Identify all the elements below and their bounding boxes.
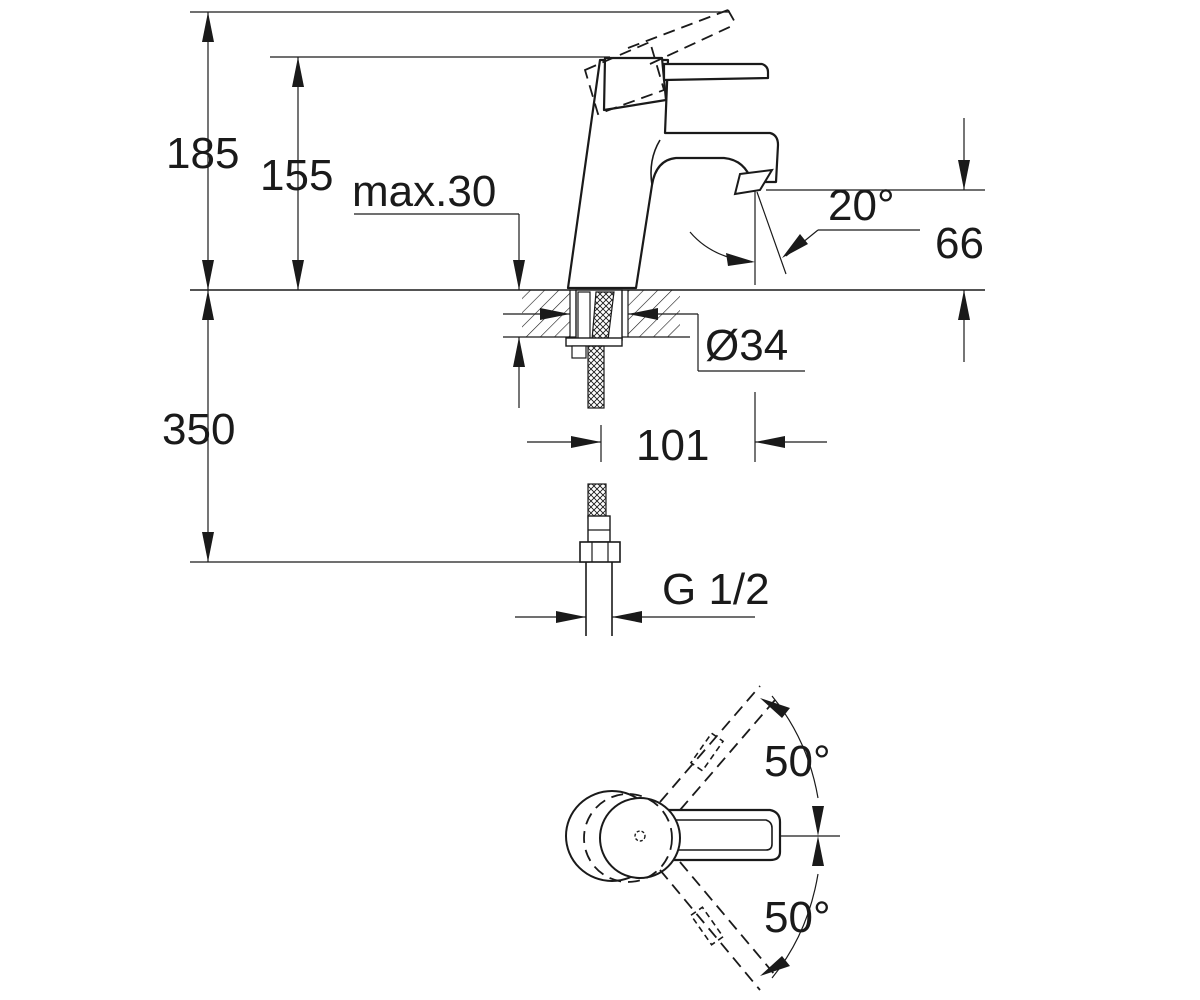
arrow-34-left (540, 308, 570, 320)
arrow-101-right (755, 436, 785, 448)
lever-cap (602, 56, 668, 112)
arrow-swivel-right-top (812, 836, 824, 866)
faucet-body-inner (650, 139, 661, 186)
mounting-nut (565, 337, 623, 347)
arrow-101-left (571, 436, 601, 448)
angle-arc-20 (689, 231, 753, 263)
swivel-left-b (679, 699, 776, 811)
dim-label-g12: G 1/2 (662, 565, 770, 614)
arrow-66-top (958, 160, 970, 190)
arrow-swivel-left-top (760, 698, 790, 718)
dim-label-50deg-bottom: 50° (764, 893, 831, 942)
lever-handle (662, 62, 770, 82)
cartridge-outline-dashed (583, 793, 673, 883)
dim-label-max30: max.30 (352, 167, 496, 216)
arrow-155-bottom (292, 260, 304, 290)
dim-label-350: 350 (162, 405, 235, 454)
flex-hose-upper (587, 345, 605, 409)
dim-label-50deg-top: 50° (764, 737, 831, 786)
mounting-nut-2 (571, 345, 587, 359)
dim-label-185: 185 (166, 129, 239, 178)
flex-hose-lower (587, 483, 607, 519)
swivel-right-b (679, 861, 776, 976)
arrow-34-right (628, 308, 658, 320)
arrow-185-bottom (202, 260, 214, 290)
arrow-swivel-left-bottom (812, 806, 824, 836)
hose-fitting-collar (587, 515, 611, 543)
faucet-body (566, 58, 780, 290)
threaded-rod (577, 291, 591, 341)
swivel-right-marker (689, 906, 725, 946)
arrow-g12-right (612, 611, 642, 623)
lever-open-position (583, 40, 666, 116)
dim-label-20deg: 20° (828, 181, 895, 230)
swivel-left-marker (689, 732, 725, 772)
lever-center-mark (634, 830, 646, 842)
arrow-350-bottom (202, 532, 214, 562)
lever-open-handle-a (627, 9, 729, 49)
lever-open-handle-b (649, 23, 737, 65)
arrow-swivel-right-bottom (760, 956, 790, 976)
hose-fitting-nut (579, 541, 621, 563)
dim-label-101: 101 (636, 421, 709, 470)
dim-label-66: 66 (935, 219, 984, 268)
angle-ref-inclined (756, 191, 787, 275)
arrow-155-top (292, 57, 304, 87)
top-view: 50° 50° (565, 685, 840, 991)
arrow-max30-top (513, 260, 525, 290)
spout-aerator (733, 168, 774, 196)
arrow-185-top (202, 12, 214, 42)
arrow-66-bottom (958, 290, 970, 320)
arrow-20-left (726, 253, 755, 266)
swivel-left-a (659, 685, 761, 803)
arrow-350-top (202, 290, 214, 320)
swivel-right-a (659, 869, 761, 991)
arrow-20-right (782, 234, 808, 258)
dim-label-155: 155 (260, 151, 333, 200)
side-view: 185 155 max.30 Ø34 (162, 9, 985, 636)
lever-top-slot (669, 819, 773, 851)
lever-open-handle-c (727, 9, 737, 25)
arrow-max30-bottom (513, 337, 525, 367)
dim-label-34: Ø34 (705, 321, 788, 370)
arrow-g12-left (556, 611, 586, 623)
